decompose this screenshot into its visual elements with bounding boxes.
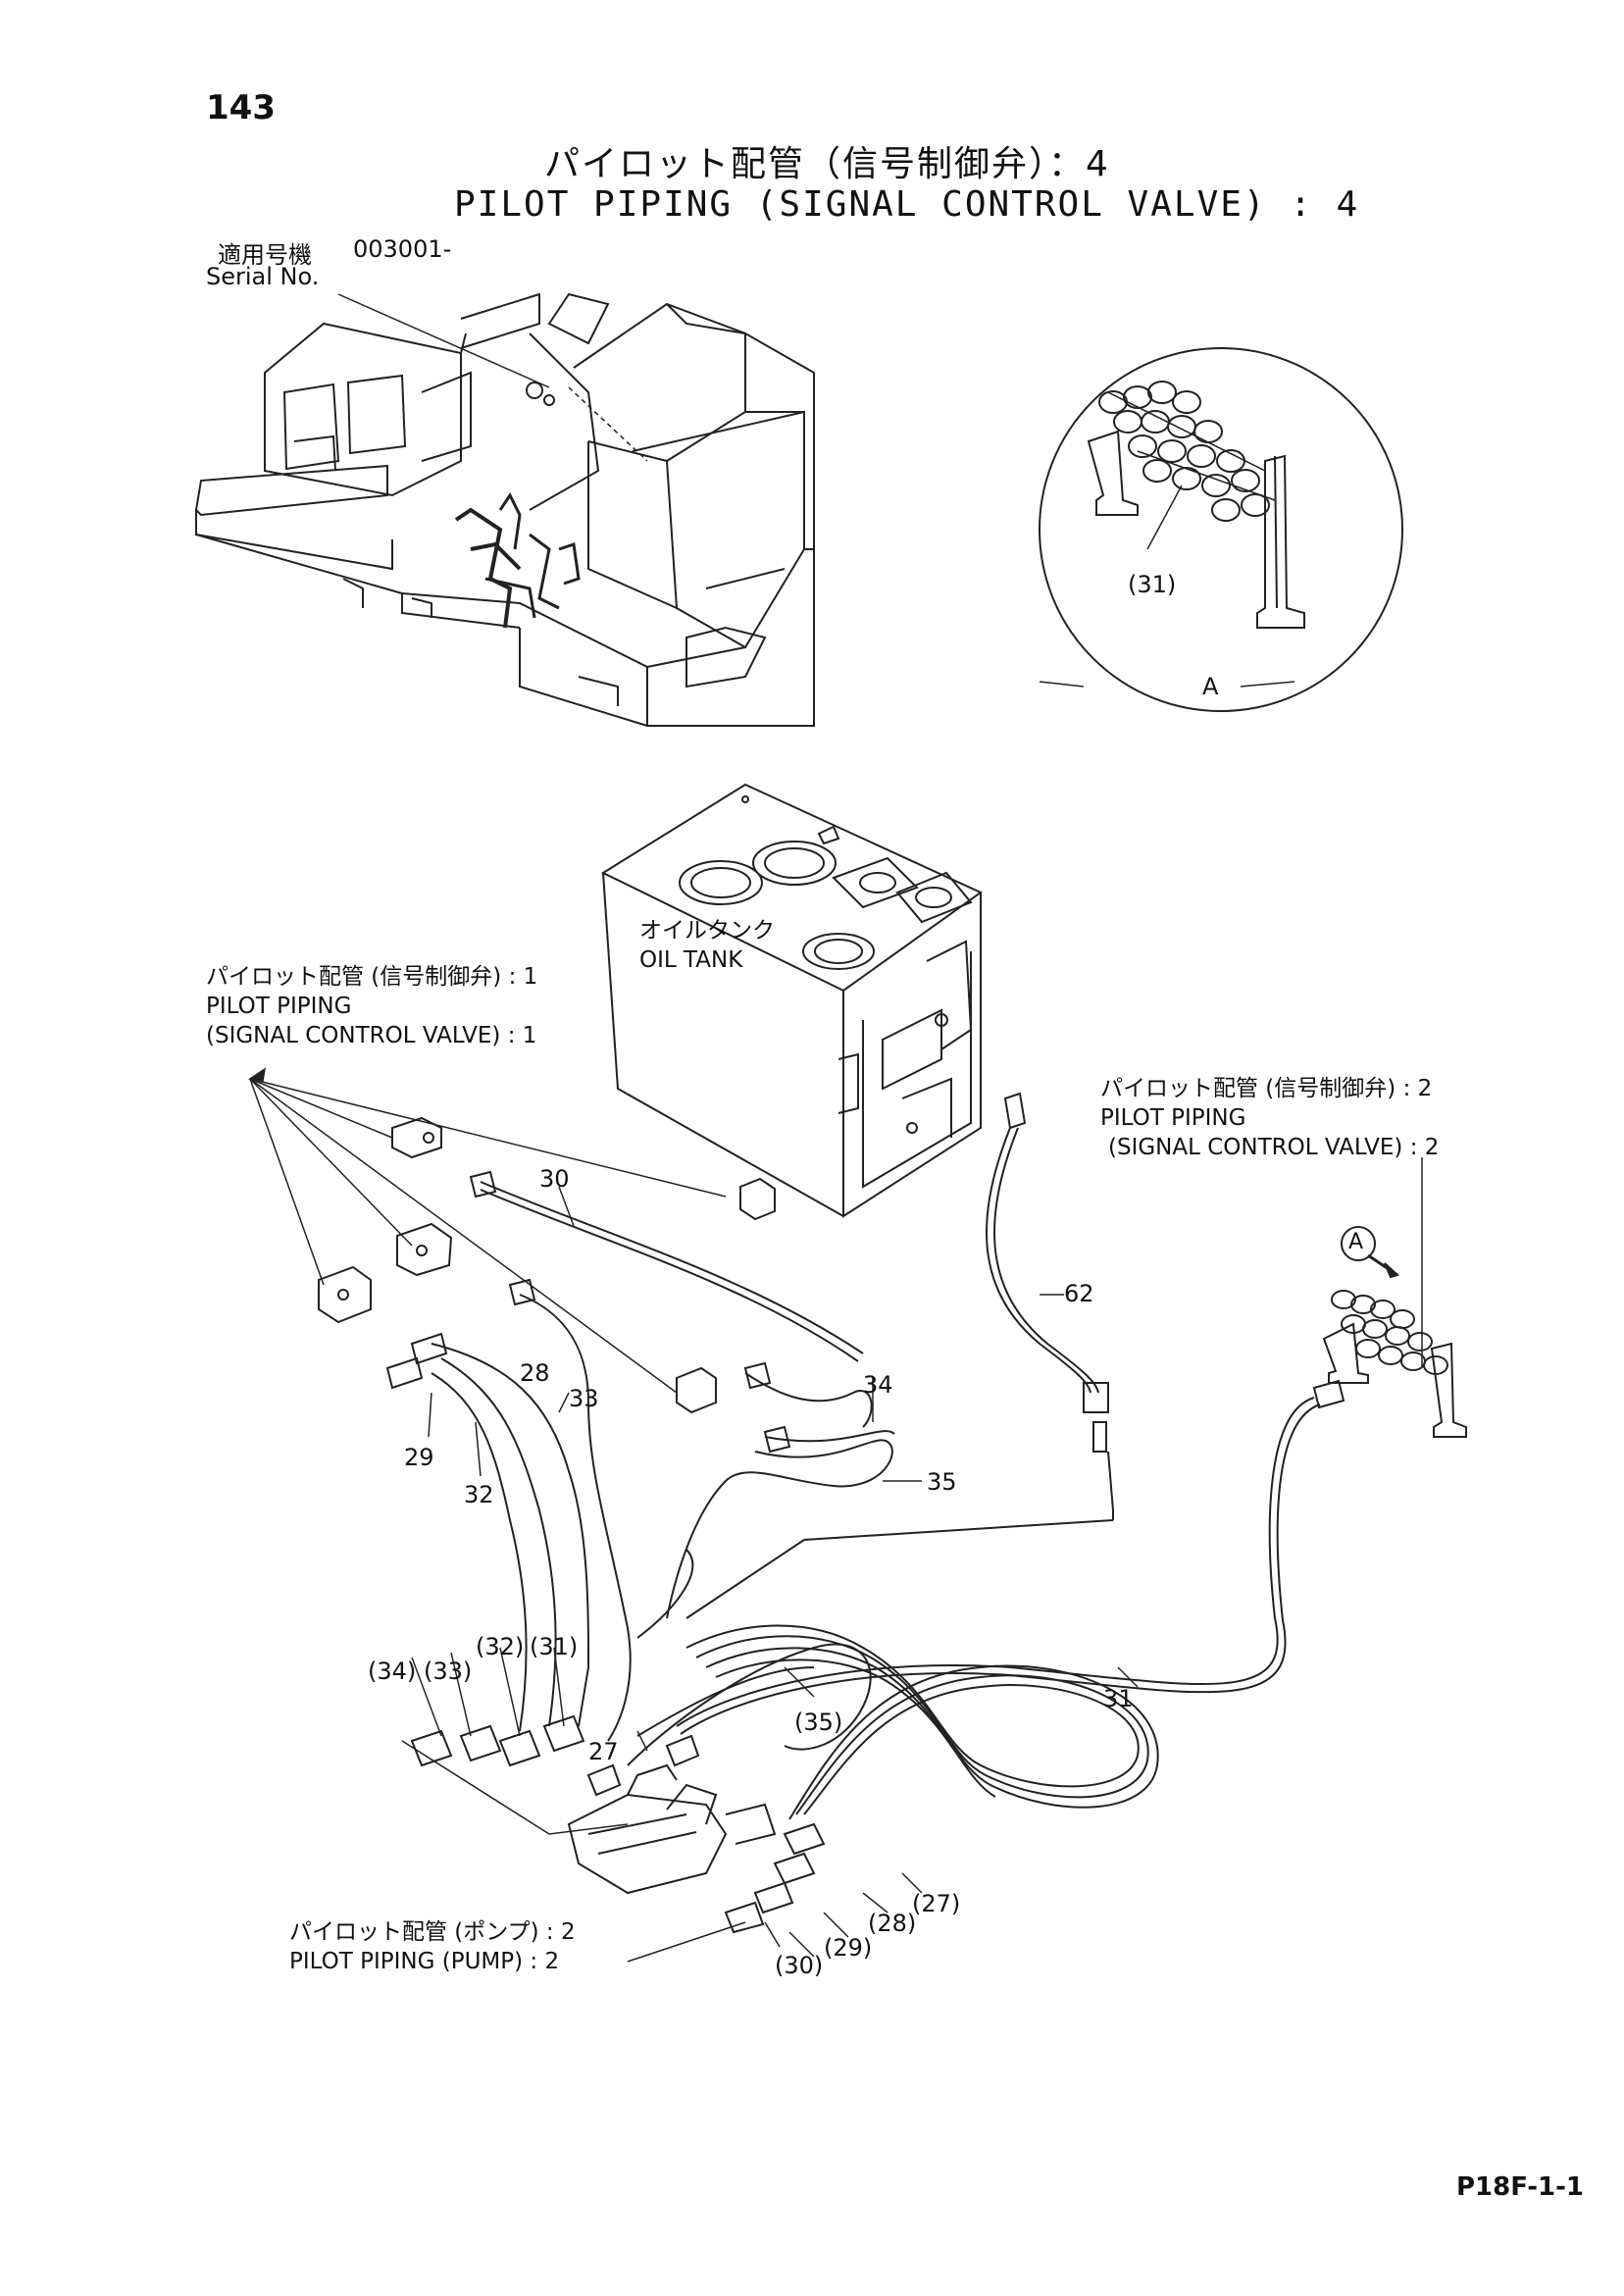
machine-overview-illustration [194,292,815,727]
part-number-27: 27 [588,1738,619,1765]
signal-control-valves [318,1092,1345,1454]
part-number-30: 30 [539,1165,570,1193]
part-ref-34: (34) [368,1658,417,1685]
detail-view-a-circle [1039,347,1403,712]
part-number-35: 35 [927,1468,957,1496]
ref2-label-english-line2: (SIGNAL CONTROL VALVE) : 2 [1108,1135,1440,1160]
page-number: 143 [206,88,276,128]
part-ref-35: (35) [794,1709,843,1736]
title-english: PILOT PIPING (SIGNAL CONTROL VALVE) : 4 [454,184,1360,225]
part-ref-32: (32) [476,1633,525,1660]
part-number-34: 34 [863,1371,893,1399]
oil-tank-label-japanese: オイルタンク [639,918,775,944]
detail-marker-circle [1341,1226,1376,1261]
detail-view-letter: A [1202,673,1219,700]
ref2-label-english-line1: PILOT PIPING [1100,1105,1246,1131]
oil-tank-label-english: OIL TANK [639,947,743,973]
part-number-32: 32 [464,1481,494,1508]
drawing-code: P18F-1-1 [1456,2172,1584,2202]
remote-valve-group [1322,1226,1467,1438]
pump-valve-block [401,1714,826,1934]
serial-label-english: Serial No. [206,263,320,290]
part-ref-33: (33) [424,1658,473,1685]
title-japanese: パイロット配管（信号制御弁）：4 [544,144,1110,184]
pilot-pipes [431,1127,1321,1820]
detail-part-31: (31) [1128,571,1177,598]
detail-marker-letter: A [1348,1230,1364,1254]
pump-label-japanese: パイロット配管 (ポンプ) : 2 [289,1919,576,1945]
part-number-62: 62 [1064,1280,1094,1307]
pump-label-english: PILOT PIPING (PUMP) : 2 [289,1949,560,1974]
part-ref-30: (30) [775,1952,824,1979]
ref2-label-japanese: パイロット配管 (信号制御弁) : 2 [1100,1076,1433,1101]
part-number-29: 29 [404,1444,434,1471]
serial-label-japanese: 適用号機 [218,241,312,269]
leader-lines [247,1067,1423,1963]
part-number-33: 33 [569,1385,599,1412]
part-ref-28: (28) [868,1910,917,1937]
part-number-28: 28 [520,1359,550,1387]
part-ref-27: (27) [912,1890,961,1917]
ref1-label-english-line1: PILOT PIPING [206,994,352,1019]
part-ref-31: (31) [530,1633,579,1660]
serial-value: 003001- [353,235,452,263]
part-ref-29: (29) [824,1934,873,1962]
oil-tank-illustration [600,783,983,1218]
ref1-label-english-line2: (SIGNAL CONTROL VALVE) : 1 [206,1023,537,1048]
ref1-label-japanese: パイロット配管 (信号制御弁) : 1 [206,964,538,990]
part-number-31: 31 [1103,1685,1134,1712]
